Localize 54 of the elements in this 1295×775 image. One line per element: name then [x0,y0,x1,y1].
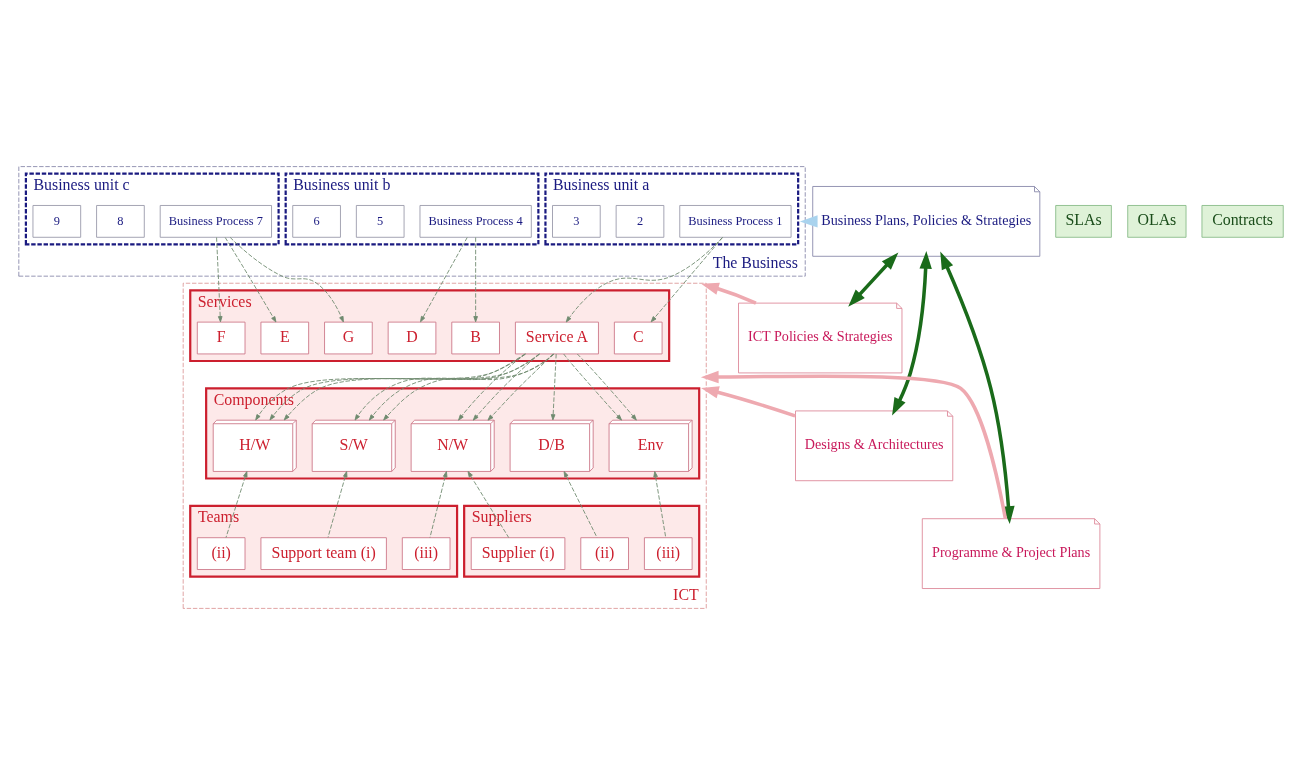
arrow [701,282,757,305]
node-box: E [260,321,310,355]
node-box: 5 [355,205,405,238]
arrow [576,353,637,421]
node-box: C [613,321,663,355]
node-box: Business Process 7 [159,205,272,238]
node-box: (ii) [580,537,629,570]
node-box: G [324,321,373,355]
arrow [563,471,598,538]
arrow [229,237,344,323]
arrow [563,353,623,421]
arrow [565,237,723,323]
arrow [940,251,1015,524]
node-box: OLAs [1127,205,1187,238]
node-box: Service A [514,321,599,355]
arrow [225,471,248,538]
arrow [650,237,723,323]
node-box: Contracts [1201,205,1284,238]
arrow [429,471,448,538]
arrow [701,386,796,418]
arrow [224,237,277,323]
arrow [848,252,899,307]
node-box: 8 [96,205,145,238]
node-box: B [451,321,500,355]
arrow [473,237,478,323]
node-box: 2 [615,205,665,238]
arrow [487,353,554,421]
node-box: 3 [552,205,601,238]
arrow [327,471,348,538]
arrow [550,353,557,421]
arrow [700,370,1008,519]
node-box: Support team (i) [260,537,387,570]
arrow [383,353,555,421]
node-box: Business Process 1 [679,205,792,238]
arrow [354,353,526,421]
arrow [472,353,540,421]
node-box: (ii) [196,537,246,570]
node-box: (iii) [643,537,693,570]
arrow [653,471,667,538]
node-box: F [196,321,246,355]
arrow [368,353,540,421]
arrow [892,251,932,416]
node-box: 6 [292,205,341,238]
arrow [458,353,526,421]
node-box: 9 [32,205,82,238]
arrow [216,237,223,323]
node-box: Business Process 4 [419,205,532,238]
arrow [799,215,818,228]
node-box: SLAs [1055,205,1112,238]
node-box: (iii) [401,537,451,570]
arrow [467,471,510,538]
arrow [420,237,468,323]
node-box: Supplier (i) [470,537,566,570]
node-box: D [387,321,437,355]
